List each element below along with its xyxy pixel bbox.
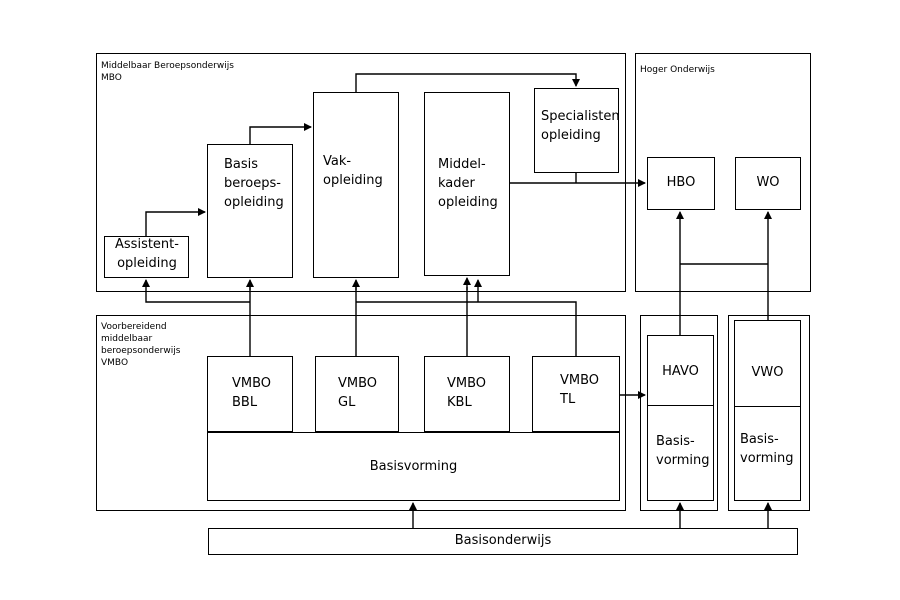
basisvorming-box xyxy=(207,432,620,501)
vakopleiding-label: Vak- opleiding xyxy=(323,154,383,188)
vmbo-gl-box xyxy=(315,356,399,432)
vmbo-bbl-box xyxy=(207,356,293,432)
arrow-to-assistent xyxy=(142,279,250,303)
vwo-basisvorming-box xyxy=(734,406,801,501)
vmbo-kbl-box xyxy=(424,356,510,432)
wo-box xyxy=(735,157,801,210)
basisonderwijs-label: Basisonderwijs xyxy=(454,533,552,548)
havo-label: HAVO xyxy=(662,364,699,379)
assistent-opleiding-box xyxy=(104,236,189,278)
havo-basisvorming-label: Basis- vorming xyxy=(656,434,710,468)
havo-basisvorming-box xyxy=(647,405,714,501)
arrow-assistent-to-basis xyxy=(145,208,206,236)
middelkader-opleiding-label: Middel- kader opleiding xyxy=(438,157,498,210)
specialisten-opleiding-label: Specialisten opleiding xyxy=(541,109,620,143)
assistent-opleiding-label: Assistent- opleiding xyxy=(115,237,179,271)
arrow-basis-to-vak xyxy=(249,123,312,144)
vwo-label: VWO xyxy=(751,365,784,380)
specialisten-opleiding-box xyxy=(534,88,619,173)
basis-beroepsopleiding-label: Basis beroeps- opleiding xyxy=(224,157,284,210)
basisvorming-label: Basisvorming xyxy=(369,459,458,474)
arrow-vak-to-specialisten xyxy=(355,73,580,92)
havo-box xyxy=(647,335,714,406)
wo-label: WO xyxy=(756,175,780,190)
vakopleiding-box xyxy=(313,92,399,278)
vmbo-kbl-label: VMBO KBL xyxy=(447,376,487,410)
vmbo-tl-label: VMBO TL xyxy=(560,373,600,407)
mbo-region-label: Middelbaar Beroepsonderwijs MBO xyxy=(101,61,234,84)
vmbo-bbl-label: VMBO BBL xyxy=(232,376,272,410)
vmbo-tl-box xyxy=(532,356,620,432)
vwo-basisvorming-label: Basis- vorming xyxy=(740,432,794,466)
line-tl-merge xyxy=(356,301,577,356)
ho-region-label: Hoger Onderwijs xyxy=(640,65,715,75)
vmbo-region-label: Voorbereidend middelbaar beroepsonderwij… xyxy=(101,322,181,369)
hbo-box xyxy=(647,157,715,210)
vmbo-gl-label: VMBO GL xyxy=(338,376,378,410)
hbo-label: HBO xyxy=(666,175,696,190)
basisonderwijs-box xyxy=(208,528,798,555)
middelkader-opleiding-box xyxy=(424,92,510,276)
basis-beroepsopleiding-box xyxy=(207,144,293,278)
